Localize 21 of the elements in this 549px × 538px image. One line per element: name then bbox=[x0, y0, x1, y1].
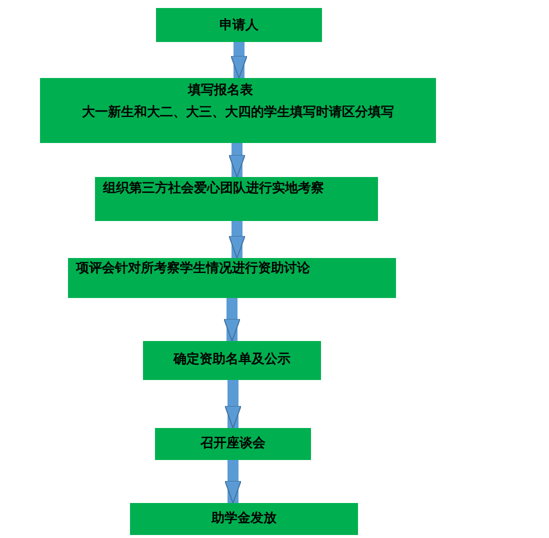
step-label: 申请人 bbox=[218, 18, 260, 34]
step-label: 填写报名表 bbox=[188, 83, 253, 99]
process-box bbox=[143, 341, 321, 380]
step-note: 大一新生和大二、大三、大四的学生填写时请区分填写 bbox=[81, 105, 395, 121]
process-box bbox=[95, 177, 378, 221]
step-label: 项评会针对所考察学生情况进行资助讨论 bbox=[76, 261, 310, 277]
process-box bbox=[155, 428, 311, 460]
process-box bbox=[156, 8, 322, 42]
process-box bbox=[68, 258, 396, 298]
step-label: 助学金发放 bbox=[210, 511, 278, 527]
block-arrow bbox=[228, 221, 246, 258]
block-arrow bbox=[224, 460, 242, 504]
block-arrow bbox=[224, 380, 242, 428]
process-box bbox=[130, 503, 358, 535]
step-label: 召开座谈会 bbox=[199, 436, 266, 452]
step-label: 组织第三方社会爱心团队进行实地考察 bbox=[103, 181, 324, 197]
process-box bbox=[40, 78, 436, 143]
block-arrow bbox=[228, 143, 246, 178]
step-label: 确定资助名单及公示 bbox=[172, 352, 292, 368]
block-arrow bbox=[230, 42, 248, 78]
block-arrow bbox=[224, 298, 240, 342]
